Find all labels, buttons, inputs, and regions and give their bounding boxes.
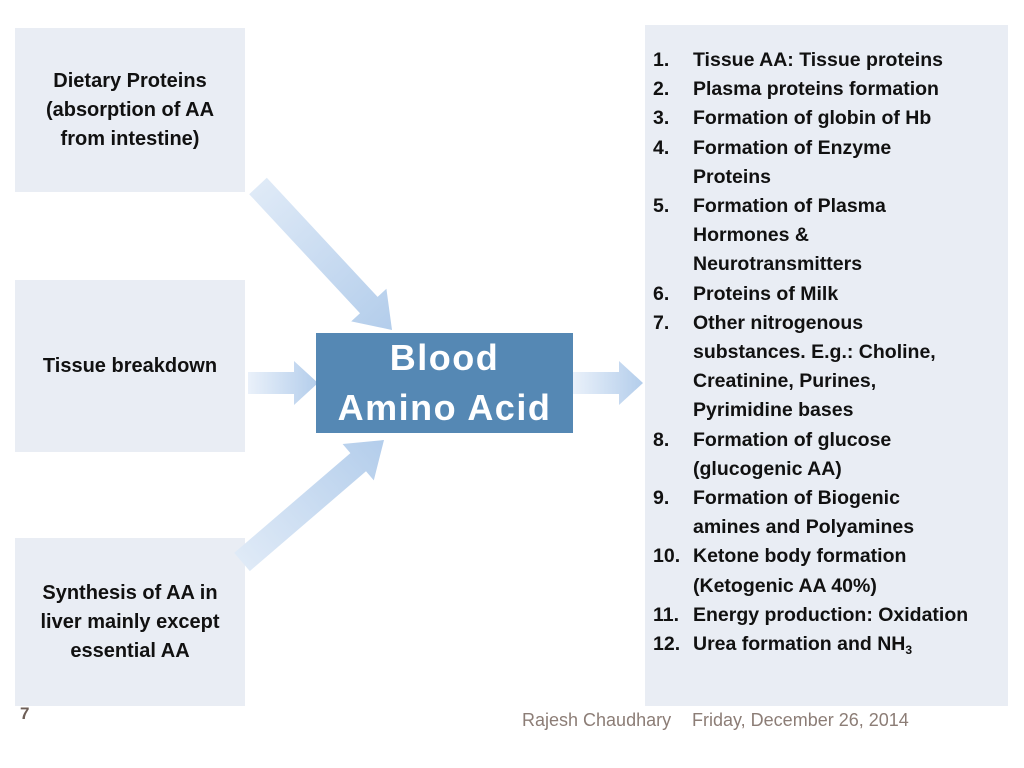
- list-item-text: Energy production: Oxidation: [693, 603, 969, 626]
- arrow-blood-to-fates-icon: [573, 361, 643, 405]
- list-item-subscript: 3: [905, 643, 913, 658]
- list-item-text: Formation of Biogenic amines and Polyami…: [693, 487, 915, 539]
- source-box-dietary-proteins: Dietary Proteins (absorption of AA from …: [15, 28, 245, 192]
- footer-author: Rajesh Chaudhary: [522, 710, 672, 730]
- list-item-text: Other nitrogenous substances. E.g.: Chol…: [693, 311, 936, 422]
- list-item: 2. Plasma proteins formation: [653, 75, 1002, 104]
- list-item: 7. Other nitrogenous substances. E.g.: C…: [653, 309, 1002, 426]
- list-item: 9. Formation of Biogenic amines and Poly…: [653, 484, 1002, 542]
- list-item-text: Tissue AA: Tissue proteins: [693, 49, 943, 71]
- list-item-text: Urea formation and NH: [693, 633, 906, 656]
- arrow-dietary-to-blood-icon: [249, 177, 392, 330]
- list-item: 11. Energy production: Oxidation: [653, 601, 1002, 630]
- list-item-number: 11.: [653, 603, 680, 626]
- fates-panel: 1. Tissue AA: Tissue proteins 2. Plasma …: [645, 25, 1008, 706]
- source-box-tissue-breakdown-label: Tissue breakdown: [42, 354, 218, 377]
- list-item: 4. Formation of Enzyme Proteins: [653, 134, 1002, 192]
- list-item: 6. Proteins of Milk: [653, 280, 1002, 309]
- list-item-number: 10.: [653, 545, 681, 568]
- list-item-number: 12.: [653, 633, 681, 656]
- list-item-number: 9.: [653, 487, 670, 510]
- list-item-number: 6.: [653, 282, 670, 305]
- list-item: 10. Ketone body formation (Ketogenic AA …: [653, 542, 1002, 600]
- list-item-text: Formation of glucose (glucogenic AA): [693, 428, 892, 480]
- list-item: 12. Urea formation and NH3: [653, 630, 1002, 659]
- list-item: 5. Formation of Plasma Hormones & Neurot…: [653, 192, 1002, 280]
- source-box-aa-synthesis-liver: Synthesis of AA in liver mainly except e…: [15, 538, 245, 706]
- footer-date: Friday, December 26, 2014: [692, 710, 909, 730]
- source-box-dietary-proteins-label: Dietary Proteins (absorption of AA from …: [45, 69, 215, 150]
- arrow-synthesis-to-blood-icon: [234, 440, 384, 572]
- source-box-aa-synthesis-liver-label: Synthesis of AA in liver mainly except e…: [40, 581, 220, 662]
- list-item: 3. Formation of globin of Hb: [653, 104, 1002, 133]
- list-item: 8. Formation of glucose (glucogenic AA): [653, 426, 1002, 484]
- list-item-text: Ketone body formation (Ketogenic AA 40%): [693, 545, 907, 597]
- list-item: 1. Tissue AA: Tissue proteins: [653, 46, 1002, 75]
- blood-amino-acid-box: Blood Amino Acid: [316, 333, 573, 433]
- list-item-number: 5.: [653, 195, 670, 218]
- list-item-text: Plasma proteins formation: [693, 78, 939, 101]
- list-item-text: Proteins of Milk: [693, 282, 839, 305]
- blood-amino-acid-label: Blood Amino Acid: [337, 337, 552, 428]
- arrow-tissue-to-blood-icon: [248, 361, 318, 405]
- list-item-number: 8.: [653, 428, 670, 451]
- list-item-text: Formation of Enzyme Proteins: [693, 136, 892, 188]
- list-item-text: Formation of globin of Hb: [693, 107, 932, 130]
- list-item-number: 2.: [653, 78, 670, 101]
- list-item-text: Formation of Plasma Hormones & Neurotran…: [693, 195, 886, 276]
- page-number: 7: [20, 704, 30, 723]
- list-item-number: 4.: [653, 136, 670, 159]
- list-item-number: 7.: [653, 311, 670, 334]
- source-box-tissue-breakdown: Tissue breakdown: [15, 280, 245, 452]
- list-item-number: 1.: [653, 49, 670, 71]
- list-item-number: 3.: [653, 107, 670, 130]
